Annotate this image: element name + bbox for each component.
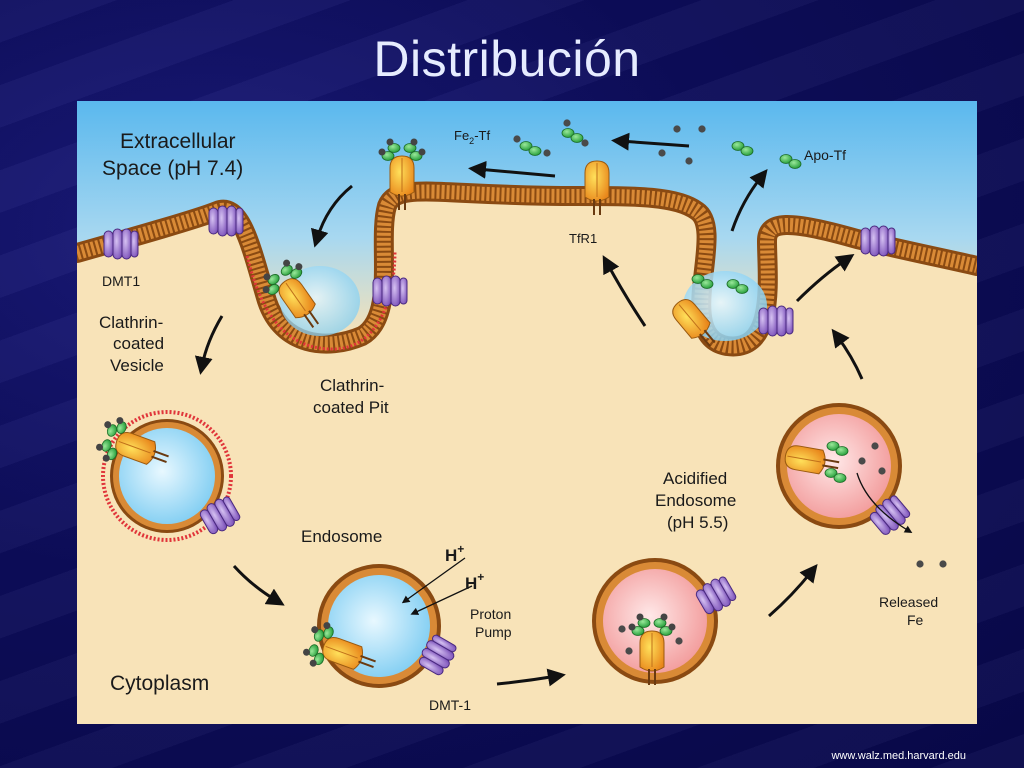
label-ccp-2: coated Pit (313, 398, 389, 417)
acidified-endosome (776, 403, 913, 539)
label-extracellular-1: Extracellular (120, 130, 236, 153)
label-acidified-1: Acidified (663, 469, 727, 488)
proton-arrow-2 (410, 585, 473, 615)
acidifying-endosome (592, 558, 739, 685)
dmt1-pit (372, 275, 408, 307)
label-pump-1: Proton (470, 606, 511, 622)
label-apotf: Apo-Tf (804, 147, 846, 163)
label-dmt1: DMT1 (102, 273, 140, 289)
iron-atom (698, 125, 706, 133)
label-acidified-3: (pH 5.5) (667, 513, 728, 532)
label-acidified-2: Endosome (655, 491, 736, 510)
iron-atom (513, 135, 521, 143)
iron-atom (658, 149, 666, 157)
label-proton-2: H+ (465, 570, 484, 593)
cytoplasm-region (77, 191, 977, 724)
released-iron (916, 560, 924, 568)
label-tfr1: TfR1 (569, 231, 597, 246)
label-fe2tf: Fe2-Tf (454, 128, 490, 146)
iron-atom (581, 139, 589, 147)
label-proton-1: H+ (445, 542, 464, 565)
pathway-arrows (194, 132, 864, 687)
label-extracellular-2: Space (pH 7.4) (102, 157, 243, 180)
source-credit: www.walz.med.harvard.edu (831, 750, 966, 762)
label-ccv-1: Clathrin- (99, 313, 163, 332)
iron-transport-diagram: Extracellular Space (pH 7.4) Fe2-Tf Apo-… (77, 101, 977, 724)
label-released-2: Fe (907, 612, 924, 628)
plasma-membrane (77, 181, 977, 357)
slide-title: Distribución (373, 31, 641, 87)
label-ccv-2: coated (113, 334, 164, 353)
iron-atom (673, 125, 681, 133)
dmt1-recycling (758, 305, 794, 337)
label-dmt-dash-1: DMT-1 (429, 697, 471, 713)
label-endosome: Endosome (301, 527, 382, 546)
dmt1-transporter (208, 205, 244, 237)
proton-arrow-1 (401, 557, 466, 604)
iron-atom (543, 149, 551, 157)
label-cytoplasm: Cytoplasm (110, 672, 209, 695)
dmt1-transporter-left (103, 228, 139, 260)
iron-atom (685, 157, 693, 165)
iron-atom (563, 119, 571, 127)
label-ccp-1: Clathrin- (320, 376, 384, 395)
released-iron (939, 560, 947, 568)
dmt1-transporter-right (860, 225, 896, 257)
label-pump-2: Pump (475, 624, 512, 640)
label-released-1: Released (879, 594, 938, 610)
clathrin-coated-vesicle (92, 410, 243, 542)
label-ccv-3: Vesicle (110, 356, 164, 375)
